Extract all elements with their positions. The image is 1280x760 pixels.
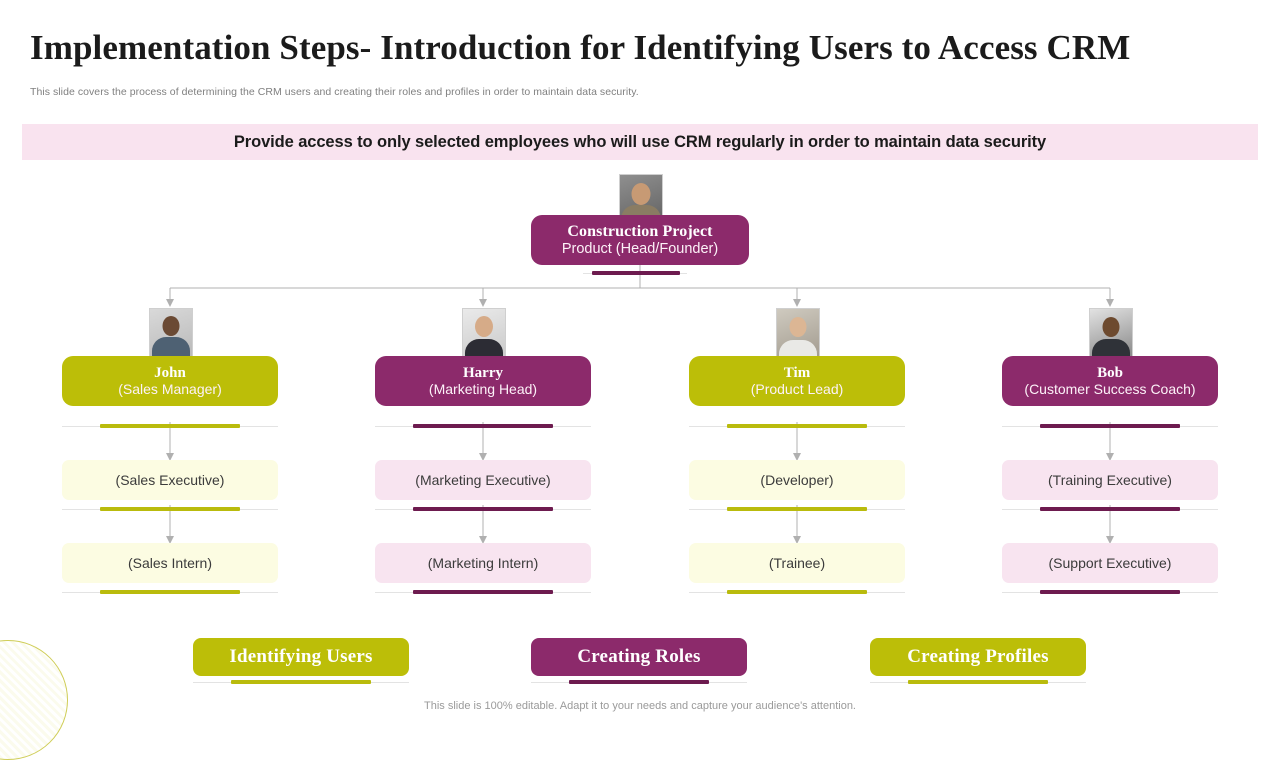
org-node-harry[interactable]: Harry (Marketing Head) — [375, 356, 591, 406]
trainee-accent-bar — [727, 590, 867, 594]
step-button-creating-roles[interactable]: Creating Roles — [531, 638, 747, 676]
org-node-sales-executive[interactable]: (Sales Executive) — [62, 460, 278, 500]
marketing-intern-accent-bar — [413, 590, 553, 594]
org-node-marketing-executive[interactable]: (Marketing Executive) — [375, 460, 591, 500]
sales-intern-accent-bar — [100, 590, 240, 594]
org-node-root-name: Construction Project — [567, 222, 713, 240]
org-node-support-executive[interactable]: (Support Executive) — [1002, 543, 1218, 583]
org-node-marketing-executive-label: (Marketing Executive) — [415, 472, 551, 488]
org-node-root[interactable]: Construction Project Product (Head/Found… — [531, 215, 749, 265]
harry-accent-bar — [413, 424, 553, 428]
connector-lines — [166, 265, 1114, 544]
john-accent-bar — [100, 424, 240, 428]
footer-note: This slide is 100% editable. Adapt it to… — [424, 700, 856, 712]
sales-executive-accent-bar — [100, 507, 240, 511]
developer-accent-bar — [727, 507, 867, 511]
org-node-marketing-intern-label: (Marketing Intern) — [427, 555, 539, 571]
org-node-sales-intern-label: (Sales Intern) — [127, 555, 213, 571]
highlight-banner: Provide access to only selected employee… — [22, 124, 1258, 160]
org-node-root-role: Product (Head/Founder) — [561, 240, 719, 257]
tim-accent-bar — [727, 424, 867, 428]
org-node-tim-name: Tim — [783, 364, 811, 381]
org-node-tim-role: (Product Lead) — [750, 381, 844, 398]
training-executive-accent-bar — [1040, 507, 1180, 511]
org-node-tim[interactable]: Tim (Product Lead) — [689, 356, 905, 406]
avatar-head — [475, 316, 493, 337]
org-node-support-executive-label: (Support Executive) — [1048, 555, 1172, 571]
avatar-head — [162, 316, 180, 336]
page-subtitle: This slide covers the process of determi… — [30, 86, 639, 98]
org-node-bob[interactable]: Bob (Customer Success Coach) — [1002, 356, 1218, 406]
creating-profiles-accent-bar — [908, 680, 1048, 684]
avatar-head — [631, 183, 651, 205]
org-node-developer-label: (Developer) — [760, 472, 834, 488]
org-node-sales-executive-label: (Sales Executive) — [115, 472, 225, 488]
org-node-john[interactable]: John (Sales Manager) — [62, 356, 278, 406]
creating-roles-accent-bar — [569, 680, 709, 684]
org-node-sales-intern[interactable]: (Sales Intern) — [62, 543, 278, 583]
banner-text: Provide access to only selected employee… — [233, 132, 1047, 151]
step-button-creating-roles-label: Creating Roles — [577, 646, 701, 667]
org-node-bob-name: Bob — [1097, 364, 1123, 381]
slide-canvas: Implementation Steps- Introduction for I… — [0, 28, 1280, 760]
org-node-developer[interactable]: (Developer) — [689, 460, 905, 500]
org-node-john-name: John — [154, 364, 186, 381]
org-node-harry-role: (Marketing Head) — [428, 381, 538, 398]
step-button-creating-profiles[interactable]: Creating Profiles — [870, 638, 1086, 676]
support-executive-accent-bar — [1040, 590, 1180, 594]
identifying-users-accent-bar — [231, 680, 371, 684]
step-button-creating-profiles-label: Creating Profiles — [907, 646, 1049, 667]
avatar-head — [1102, 317, 1120, 337]
root-accent-bar — [592, 271, 680, 275]
org-node-trainee-label: (Trainee) — [768, 555, 826, 571]
org-node-training-executive-label: (Training Executive) — [1048, 472, 1172, 488]
org-node-bob-role: (Customer Success Coach) — [1024, 381, 1196, 398]
avatar-head — [789, 317, 807, 337]
page-title: Implementation Steps- Introduction for I… — [30, 28, 1131, 67]
org-node-john-role: (Sales Manager) — [118, 381, 222, 398]
marketing-executive-accent-bar — [413, 507, 553, 511]
org-node-marketing-intern[interactable]: (Marketing Intern) — [375, 543, 591, 583]
step-button-identifying-users-label: Identifying Users — [229, 646, 373, 667]
bob-accent-bar — [1040, 424, 1180, 428]
org-chart: Construction Project Product (Head/Found… — [0, 160, 1280, 620]
step-button-identifying-users[interactable]: Identifying Users — [193, 638, 409, 676]
org-node-training-executive[interactable]: (Training Executive) — [1002, 460, 1218, 500]
org-node-harry-name: Harry — [463, 364, 503, 381]
org-node-trainee[interactable]: (Trainee) — [689, 543, 905, 583]
